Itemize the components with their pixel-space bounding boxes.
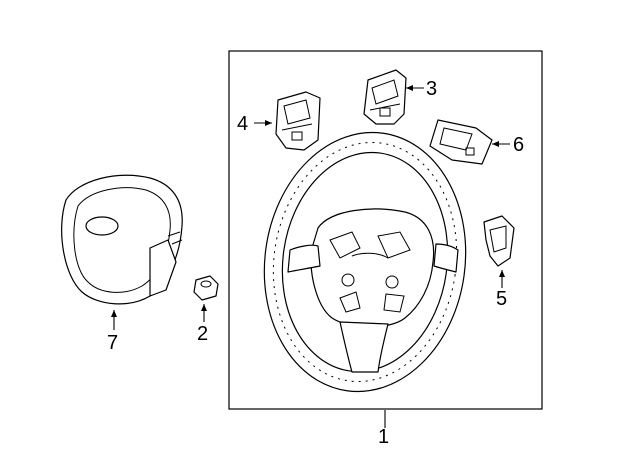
assembly-frame xyxy=(228,50,543,410)
switch-part-3 xyxy=(363,69,407,125)
callout-1: 1 xyxy=(378,426,389,448)
steering-wheel xyxy=(263,131,467,393)
callout-4: 4 xyxy=(237,113,248,135)
callout-7: 7 xyxy=(107,332,118,354)
callout-2: 2 xyxy=(197,323,208,345)
bolt xyxy=(193,275,219,301)
callout-6: 6 xyxy=(513,134,524,156)
switch-part-4 xyxy=(275,91,321,151)
callout-5: 5 xyxy=(496,288,507,310)
callout-3: 3 xyxy=(426,78,437,100)
switch-part-6 xyxy=(429,119,493,165)
airbag-module xyxy=(61,174,183,305)
switch-part-5 xyxy=(483,215,515,267)
